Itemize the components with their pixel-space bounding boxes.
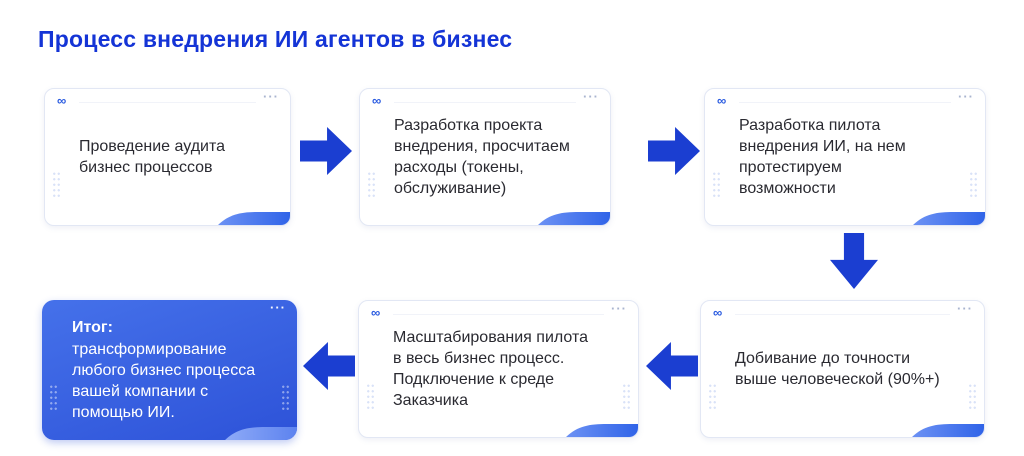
flow-arrow-right-icon [300, 127, 352, 175]
flow-arrow-down-icon [830, 233, 878, 289]
card-text: Масштабирования пилота в весь бизнес про… [393, 329, 588, 409]
infinity-logo-icon: ∞ [372, 93, 382, 108]
card-text: Разработка проекта внедрения, просчитаем… [394, 117, 570, 197]
process-card-accuracy: ∞ ··· Добивание до точности выше человеч… [700, 300, 985, 438]
dot-grid-decoration [49, 384, 58, 410]
result-body: трансформирование любого бизнес процесса… [72, 341, 256, 421]
infinity-logo-icon: ∞ [717, 93, 727, 108]
card-text: Добивание до точности выше человеческой … [735, 350, 940, 388]
dot-grid-decoration [968, 382, 977, 409]
dot-grid-decoration [712, 170, 721, 197]
dot-grid-decoration [708, 382, 717, 409]
process-card-pilot: ∞ ··· Разработка пилота внедрения ИИ, на… [704, 88, 986, 226]
card-header-divider [735, 314, 950, 315]
card-text: Проведение аудита бизнес процессов [79, 138, 226, 176]
corner-swoosh-icon [218, 212, 290, 225]
card-header-divider [79, 102, 256, 103]
flow-arrow-left-icon [303, 342, 355, 390]
corner-swoosh-icon [566, 424, 638, 437]
dot-grid-decoration [52, 170, 61, 197]
infinity-logo-icon: ∞ [713, 305, 723, 320]
process-card-project: ∞ ··· Разработка проекта внедрения, прос… [359, 88, 611, 226]
page-title: Процесс внедрения ИИ агентов в бизнес [38, 26, 513, 52]
corner-swoosh-icon [912, 424, 984, 437]
process-card-audit: ∞ ··· Проведение аудита бизнес процессов [44, 88, 291, 226]
corner-swoosh-icon [913, 212, 985, 225]
dot-grid-decoration [281, 384, 290, 410]
card-header-divider [394, 102, 576, 103]
corner-swoosh-icon [225, 427, 297, 440]
flow-arrow-left-icon [646, 342, 698, 390]
infinity-logo-icon: ∞ [371, 305, 381, 320]
card-text: Разработка пилота внедрения ИИ, на нем п… [739, 117, 906, 197]
process-card-scaling: ∞ ··· Масштабирования пилота в весь бизн… [358, 300, 639, 438]
corner-swoosh-icon [538, 212, 610, 225]
result-card: ··· Итог: трансформирование любого бизне… [42, 300, 297, 440]
dot-grid-decoration [366, 382, 375, 409]
infinity-logo-icon: ∞ [57, 93, 67, 108]
more-options-icon: ··· [958, 89, 974, 104]
more-options-icon: ··· [263, 89, 279, 104]
result-heading: Итог: [72, 319, 113, 336]
card-header-divider [393, 314, 604, 315]
result-content: Итог: трансформирование любого бизнес пр… [42, 317, 272, 423]
dot-grid-decoration [969, 170, 978, 197]
more-options-icon: ··· [270, 300, 286, 315]
more-options-icon: ··· [957, 301, 973, 316]
more-options-icon: ··· [611, 301, 627, 316]
card-header-divider [739, 102, 951, 103]
dot-grid-decoration [367, 170, 376, 197]
flow-arrow-right-icon [648, 127, 700, 175]
more-options-icon: ··· [583, 89, 599, 104]
dot-grid-decoration [622, 382, 631, 409]
